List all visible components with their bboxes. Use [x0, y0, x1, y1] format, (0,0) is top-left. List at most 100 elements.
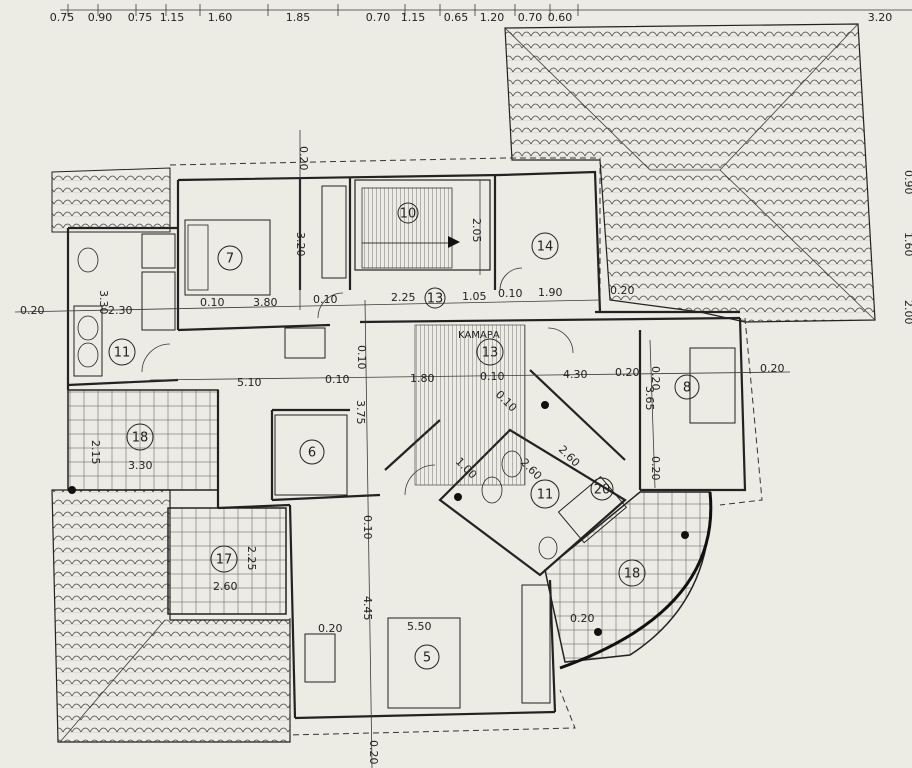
top-dimension-label: 1.15 [160, 11, 185, 24]
top-dimension-label: 1.20 [480, 11, 505, 24]
room-number-circle [531, 232, 559, 260]
room-number-circle [108, 338, 136, 366]
wardrobe-north [321, 185, 347, 279]
room-number-label: 11 [537, 488, 554, 503]
room-number-circle [217, 245, 243, 271]
dimension-label: 0.10 [355, 345, 368, 370]
top-dimension-label: 3.20 [868, 11, 893, 24]
desk [284, 327, 326, 359]
room-number-label: 13 [427, 292, 444, 307]
dimension-label: 0.20 [570, 612, 595, 625]
dimension-label: 0.10 [498, 287, 523, 300]
dimension-label: 3.30 [128, 459, 153, 472]
top-dimension-label: 0.90 [88, 11, 113, 24]
room-number-label: 10 [400, 207, 417, 222]
dimension-label: 0.10 [325, 373, 350, 386]
dimension-label: 2.15 [89, 440, 102, 465]
dimension-label: 3.65 [643, 386, 656, 411]
dimension-label: 0.20 [615, 366, 640, 379]
bed-room-7 [184, 219, 271, 296]
dimension-label: 0.20 [649, 366, 662, 391]
room-number-circle [126, 423, 154, 451]
room-number-label: 20 [594, 483, 611, 498]
roof-areas [51, 23, 876, 743]
right-edge-dimensions: 0.90 1.60 2.00 [902, 170, 912, 325]
room-number-label: 18 [132, 431, 149, 446]
dimension-label: 3.20 [294, 232, 307, 257]
top-dimension-label: 0.60 [548, 11, 573, 24]
room-number-circle [530, 479, 560, 509]
top-dimension-label: 0.65 [444, 11, 469, 24]
dimension-label: 3.80 [253, 296, 278, 309]
bed-room-6 [274, 414, 348, 496]
dimension-label: 2.60 [213, 580, 238, 593]
room-number-circle [299, 439, 325, 465]
room-number-circle [618, 559, 646, 587]
room-number-label: 11 [114, 346, 131, 361]
top-dimension-label: 1.60 [208, 11, 233, 24]
top-dimension-label: 0.70 [518, 11, 543, 24]
dimension-label: 5.10 [237, 376, 262, 389]
dimension-label: 2.05 [470, 218, 483, 243]
dimension-label: 0.10 [313, 293, 338, 306]
dimension-label: 3.30 [97, 290, 110, 315]
roof-northwest [51, 167, 171, 233]
dimension-label: 0.10 [480, 370, 505, 383]
door-swings [141, 267, 574, 496]
staircase [354, 179, 526, 486]
dimension-label: 0.20 [20, 304, 45, 317]
bed-room-8 [689, 347, 736, 424]
room-number-label: 8 [683, 381, 691, 396]
dimension-label: 2.25 [391, 291, 416, 304]
dimension-label: 0.20 [610, 284, 635, 297]
room-number-circle [414, 644, 440, 670]
dimension-label: 0.10 [200, 296, 225, 309]
dimension-label: 0.20 [760, 362, 785, 375]
right-dimension-label: 0.90 [902, 170, 912, 195]
dimension-label: 0.10 [361, 515, 374, 540]
wardrobe-south [521, 584, 551, 704]
top-dimension-label: 0.70 [366, 11, 391, 24]
room-number-label: 7 [226, 252, 234, 267]
vanity-west [73, 305, 103, 377]
bed-room-5 [387, 617, 461, 709]
dimension-label: 1.05 [462, 290, 487, 303]
bathtub [557, 475, 628, 544]
room-number-label: 18 [624, 567, 641, 582]
room-number-circle [590, 477, 614, 501]
dimension-label: 4.30 [563, 368, 588, 381]
top-dimension-label: 1.85 [286, 11, 311, 24]
top-dimension-label: 1.15 [401, 11, 426, 24]
dimension-lines [14, 130, 791, 768]
room-label-kamara: ΚΑΜΑΡΑ [458, 330, 500, 341]
room-number-label: 13 [482, 346, 499, 361]
dimension-label: 0.20 [367, 740, 380, 765]
room-number-circle [210, 545, 238, 573]
dimension-label: 2.25 [245, 546, 258, 571]
terrace-17 [167, 507, 287, 615]
room-number-label: 5 [423, 651, 431, 666]
furniture [68, 185, 736, 709]
room-number-label: 14 [537, 240, 554, 255]
dimension-label: 4.45 [361, 596, 374, 621]
dimension-label: 5.50 [407, 620, 432, 633]
room-numbers: 7 10 14 11 13 13 8 18 6 11 20 17 18 5 [108, 202, 700, 670]
dimension-label: 1.90 [538, 286, 563, 299]
dimension-label: 0.20 [297, 146, 310, 171]
shower [141, 233, 176, 269]
room-number-circle [424, 287, 446, 309]
overhang-outline [169, 157, 763, 736]
dimension-label: 2.30 [108, 304, 133, 317]
room-number-circle [397, 202, 419, 224]
right-dimension-label: 1.60 [902, 232, 912, 257]
room-number-label: 6 [308, 446, 316, 461]
dimension-label: 0.20 [649, 456, 662, 481]
dimension-label: 1.80 [410, 372, 435, 385]
room-number-label: 17 [216, 553, 233, 568]
right-dimension-label: 2.00 [902, 300, 912, 325]
desk-room-5 [304, 633, 336, 683]
dimension-label: 0.20 [318, 622, 343, 635]
